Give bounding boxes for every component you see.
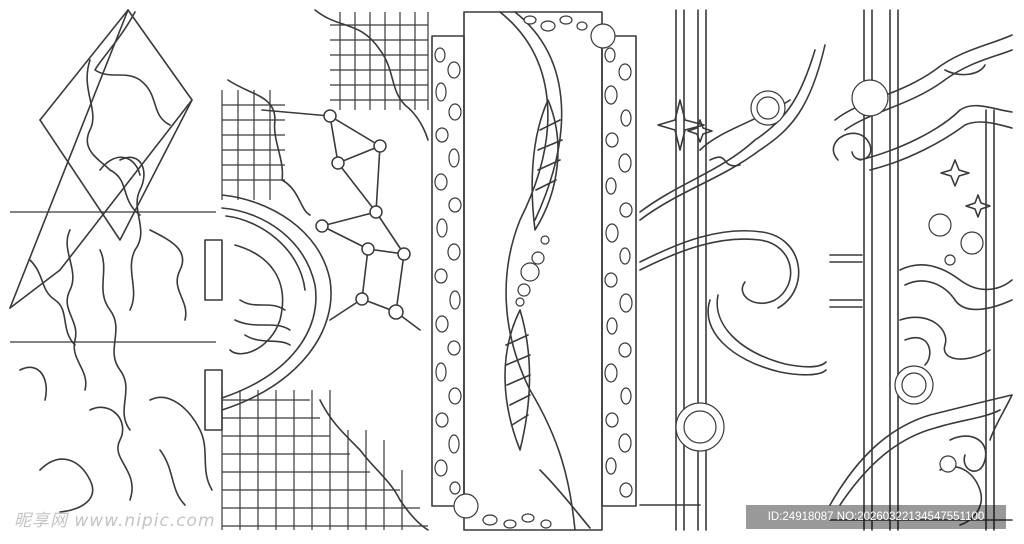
image-id-badge: ID:24918087 NO:20260322134547551100 [746, 505, 1006, 529]
panel-1-landscape [9, 9, 216, 513]
panel-2-grid-constellation [204, 9, 429, 531]
panel-5-bars-clouds [829, 9, 1013, 531]
panel-3-pebble-frame [431, 11, 637, 531]
site-watermark: 昵享网 www.nipic.com [14, 511, 216, 531]
panel-4-bars-swirls [639, 9, 827, 531]
